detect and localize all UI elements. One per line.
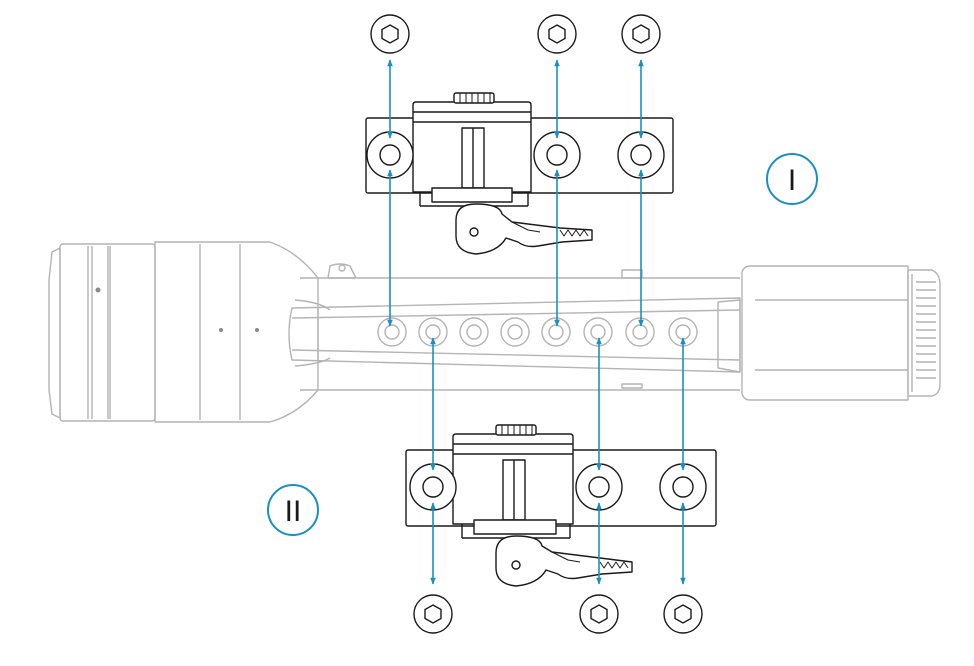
- eyepiece: [741, 265, 941, 401]
- label-lower: II: [285, 495, 302, 528]
- rail-hole: [583, 317, 613, 347]
- hex-socket-screw-icon: [621, 14, 661, 54]
- rail-hole: [500, 317, 530, 347]
- label-badge-lower: II: [267, 484, 319, 536]
- screws: [370, 14, 703, 634]
- rail-hole: [541, 317, 571, 347]
- hex-socket-screw-icon: [370, 14, 410, 54]
- hex-socket-screw-icon: [663, 594, 703, 634]
- device-body: [48, 241, 941, 423]
- quick-release-lever-icon: [495, 535, 633, 587]
- label-upper: I: [788, 164, 796, 197]
- hex-socket-screw-icon: [413, 594, 453, 634]
- mount-knob-icon: [495, 424, 537, 436]
- picatinny-rail: [288, 297, 741, 373]
- label-badge-upper: I: [766, 153, 818, 205]
- mount-upper: [365, 92, 674, 255]
- hex-socket-screw-icon: [579, 594, 619, 634]
- hex-socket-screw-icon: [537, 14, 577, 54]
- rail-holes: [377, 317, 698, 347]
- rail-hole: [459, 317, 489, 347]
- quick-release-lever-icon: [455, 203, 593, 255]
- clamp-block: [412, 101, 532, 207]
- main-housing: [300, 263, 740, 391]
- objective-lens: [48, 243, 156, 422]
- front-body: [154, 241, 319, 423]
- mount-lower: [405, 424, 717, 587]
- rail-hole: [377, 317, 407, 347]
- mount-knob-icon: [453, 92, 495, 104]
- rail-hole: [625, 317, 655, 347]
- arrows: [387, 59, 686, 585]
- clamp-block: [452, 433, 574, 539]
